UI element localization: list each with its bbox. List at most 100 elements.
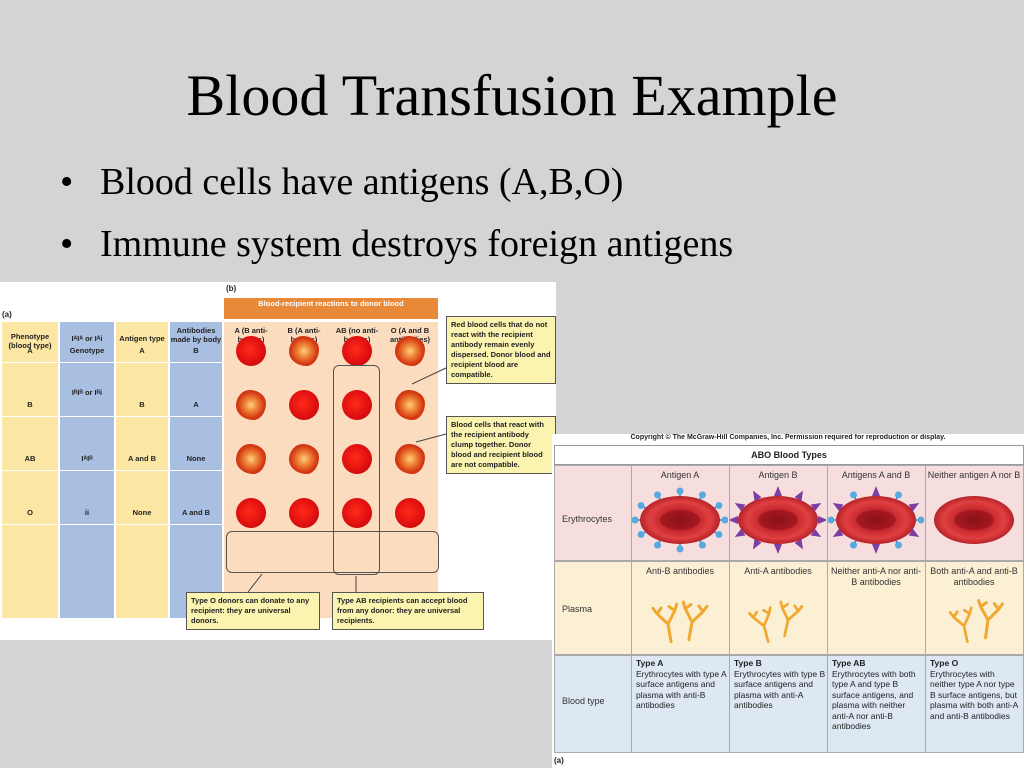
clumped-cell-icon <box>395 444 425 474</box>
divider <box>0 524 224 525</box>
antigen-a-marker <box>895 491 902 499</box>
cell-antibodies: A <box>193 400 199 409</box>
antigen-a-marker <box>850 491 857 499</box>
antigen-b-marker <box>810 528 822 537</box>
red-blood-cell-icon <box>236 498 266 528</box>
antigen-a-marker <box>828 516 835 524</box>
antigen-a-marker <box>699 541 706 549</box>
red-blood-cell-icon <box>342 498 372 528</box>
antigen-a-marker <box>917 516 924 524</box>
universal-donor-highlight <box>226 531 439 573</box>
cell-antigen: B <box>139 400 145 409</box>
antigen-a-marker <box>699 491 706 499</box>
antigen-b-marker <box>730 516 738 524</box>
antigen-a-marker <box>895 541 902 549</box>
antigen-b-marker <box>832 528 844 537</box>
abo-title: ABO Blood Types <box>554 445 1024 465</box>
row-label-erythrocytes: Erythrocytes <box>562 514 613 524</box>
red-blood-cell-icon <box>289 498 319 528</box>
red-blood-cell-icon <box>289 390 319 420</box>
divider <box>925 465 926 753</box>
antigen-b-marker <box>818 516 826 524</box>
column-header-genotype: Genotype <box>69 346 105 355</box>
antigen-b-marker <box>734 528 746 537</box>
bullet-list: • Blood cells have antigens (A,B,O) • Im… <box>60 158 733 282</box>
antigen-a-marker <box>715 502 723 509</box>
blood-type-row <box>554 655 1024 753</box>
column-header-antigen: Antigen type <box>119 334 165 343</box>
antigen-b-marker <box>794 538 803 550</box>
cell-genotype: ii <box>84 508 90 517</box>
antigen-b-marker <box>753 490 762 502</box>
divider <box>631 465 632 753</box>
antigen-a-marker <box>715 531 723 538</box>
antigen-a-marker <box>654 541 661 549</box>
clumped-cell-icon <box>395 390 425 420</box>
cell-antibodies: None <box>186 454 206 463</box>
red-blood-cell-icon <box>342 444 372 474</box>
callout-compatible: Red blood cells that do not react with t… <box>446 316 556 384</box>
divider <box>827 465 828 753</box>
column-header-antibodies: Antibodies made by body <box>170 326 222 344</box>
bullet-item: • Blood cells have antigens (A,B,O) <box>60 158 733 220</box>
antigen-a-marker <box>632 516 639 524</box>
divider <box>0 362 224 363</box>
blood-type-text: Erythrocytes with both type A and type B… <box>832 668 916 732</box>
antigen-b-marker <box>774 486 782 496</box>
antigen-a-marker <box>654 491 661 499</box>
red-blood-cell-icon <box>342 390 372 420</box>
blood-type-name: Type A <box>636 658 664 668</box>
blood-type-text: Erythrocytes with neither type A nor typ… <box>930 668 1018 721</box>
plasma-row <box>554 561 1024 655</box>
erythrocyte-icon <box>828 486 924 554</box>
antigen-b-marker <box>753 538 762 550</box>
bullet-text: Blood cells have antigens (A,B,O) <box>100 161 624 203</box>
divider <box>0 470 224 471</box>
bullet-marker: • <box>60 161 74 203</box>
clumped-cell-icon <box>236 444 266 474</box>
erythrocyte-icon <box>730 486 826 554</box>
antigen-b-marker <box>908 503 920 512</box>
plasma-antibodies-label: Neither anti-A nor anti-B antibodies <box>830 566 922 587</box>
cell-genotype: IᴬIᴬ or Iᴬi <box>71 334 103 343</box>
reactions-header: Blood-recipient reactions to donor blood <box>224 298 438 319</box>
divider <box>0 416 224 417</box>
cell-phenotype: B <box>27 400 33 409</box>
bullet-text: Immune system destroys foreign antigens <box>100 223 734 265</box>
antigen-a-marker <box>721 516 728 524</box>
cell-phenotype: O <box>27 508 33 517</box>
column-header: Antigen B <box>758 470 798 480</box>
bullet-marker: • <box>60 223 74 265</box>
antigen-a-marker <box>676 545 684 553</box>
row-label-blood-type: Blood type <box>562 696 605 706</box>
antigen-b-marker <box>832 503 844 512</box>
callout-clump: Blood cells that react with the recipien… <box>446 416 556 474</box>
blood-type-name: Type AB <box>832 658 866 668</box>
antibody-icon <box>828 594 924 650</box>
column-header-phenotype: Phenotype (blood type) <box>8 332 52 350</box>
cell-antibodies: A and B <box>181 508 211 517</box>
cell-antigen: A <box>139 346 145 355</box>
blood-type-text: Erythrocytes with type B surface antigen… <box>734 668 826 711</box>
blood-type-name: Type B <box>734 658 762 668</box>
erythrocyte-icon <box>934 496 1014 544</box>
antigen-b-marker <box>908 528 920 537</box>
antibody-icon <box>651 600 709 644</box>
cell-genotype: IᴬIᴮ <box>81 454 93 463</box>
blood-type-name: Type O <box>930 658 959 668</box>
column-header: Neither antigen A nor B <box>927 470 1021 480</box>
abo-figure: Copyright © The McGraw-Hill Companies, I… <box>552 434 1024 768</box>
figure-label-a: (a) <box>2 310 12 319</box>
antigen-a-marker <box>637 502 645 509</box>
figure-label-a: (a) <box>554 756 564 765</box>
cell-phenotype: A <box>27 346 33 355</box>
callout-type-ab: Type AB recipients can accept blood from… <box>332 592 484 630</box>
red-blood-cell-icon <box>236 336 266 366</box>
antigen-b-marker <box>774 544 782 554</box>
red-blood-cell-icon <box>342 336 372 366</box>
leader-lines <box>247 367 447 593</box>
